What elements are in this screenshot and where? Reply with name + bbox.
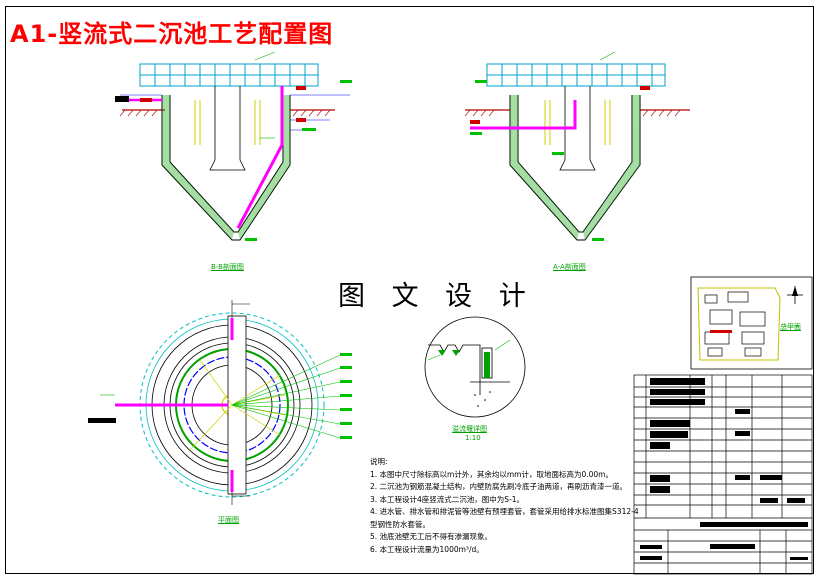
inlet-pipe-aa xyxy=(470,100,577,130)
plan-view-drawing xyxy=(88,300,352,505)
material-table xyxy=(633,374,813,575)
section-aa-drawing xyxy=(464,51,690,241)
drawing-frame xyxy=(5,6,814,574)
caption-weir-detail: 溢流堰详图 xyxy=(452,425,487,433)
tank-shell-aa xyxy=(509,95,641,241)
sludge-pipe-bb xyxy=(236,86,284,229)
caption-plan: 平面图 xyxy=(218,516,239,524)
caption-detail-scale: 1:10 xyxy=(465,434,481,442)
note-item: 2. 二沉池为钢筋混凝土结构，内壁防腐先刷冷底子油两道，再刷沥青漆一道。 xyxy=(370,482,628,491)
walkway-grating-bb xyxy=(139,63,319,87)
note-item: 3. 本工程设计4座竖流式二沉池，图中为S-1。 xyxy=(370,494,525,504)
caption-section-aa: A-A剖面图 xyxy=(553,263,586,271)
center-well-bb xyxy=(209,86,246,171)
site-plan-drawing xyxy=(690,276,813,370)
caption-site-plan: 总平面 xyxy=(780,323,801,331)
table-redactions xyxy=(640,378,808,560)
notes-heading: 说明: xyxy=(370,457,388,466)
weir-detail-drawing xyxy=(424,316,526,418)
note-item: 1. 本图中尺寸除标高以m计外，其余均以mm计，取地面标高为0.00m。 xyxy=(370,469,613,479)
tank-shell-bb xyxy=(161,95,291,241)
drawing-title: A1-竖流式二沉池工艺配置图 xyxy=(10,20,334,48)
note-item: 4. 进水管、排水管和排泥管等池壁有预埋套管，套管采用给排水标准图集S312-4… xyxy=(370,507,639,529)
note-item: 5. 池底池壁无工后不得有渗漏现象。 xyxy=(370,532,493,541)
design-watermark-title: 图 文 设 计 xyxy=(338,281,535,312)
section-bb-drawing xyxy=(115,51,352,241)
inlet-pipe-plan xyxy=(115,318,234,492)
note-item: 6. 本工程设计流量为1000m³/d。 xyxy=(370,544,484,554)
north-arrow-icon xyxy=(787,286,803,304)
caption-section-bb: B-B剖面图 xyxy=(211,263,244,271)
walkway-grating-aa xyxy=(486,63,666,87)
design-notes: 说明: 1. 本图中尺寸除标高以m计外，其余均以mm计，取地面标高为0.00m。… xyxy=(370,456,640,556)
